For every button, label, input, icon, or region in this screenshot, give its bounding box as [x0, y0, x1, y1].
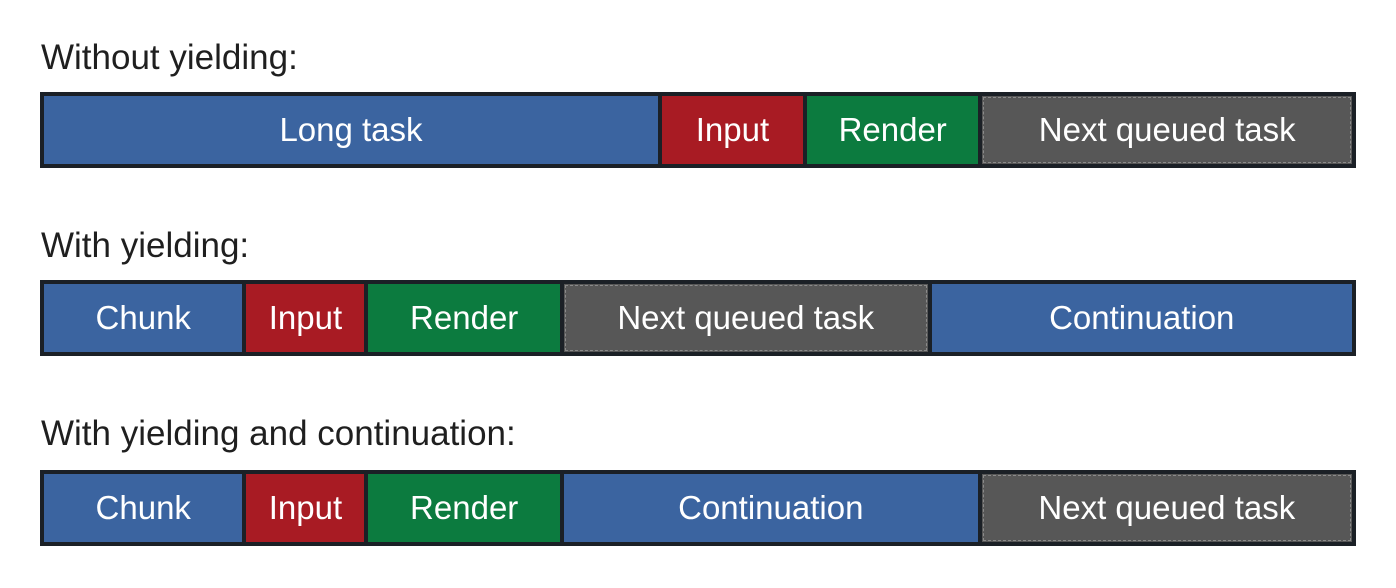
segment-next-queued-task: Next queued task: [559, 284, 928, 352]
row-label-with-yielding-and-continuation: With yielding and continuation:: [41, 414, 516, 453]
segment-continuation: Continuation: [559, 474, 978, 542]
segment-render: Render: [364, 474, 560, 542]
segment-input: Input: [242, 474, 365, 542]
segment-next-queued-task: Next queued task: [977, 474, 1353, 542]
segment-continuation: Continuation: [927, 284, 1353, 352]
segment-input: Input: [242, 284, 365, 352]
row-label-with-yielding: With yielding:: [41, 226, 250, 265]
segment-long-task: Long task: [44, 96, 658, 164]
segment-input: Input: [658, 96, 803, 164]
segment-render: Render: [802, 96, 979, 164]
segment-render: Render: [364, 284, 560, 352]
row-label-without-yielding: Without yielding:: [41, 38, 298, 77]
segment-chunk: Chunk: [44, 474, 243, 542]
segment-chunk: Chunk: [44, 284, 243, 352]
segment-next-queued-task: Next queued task: [978, 96, 1352, 164]
